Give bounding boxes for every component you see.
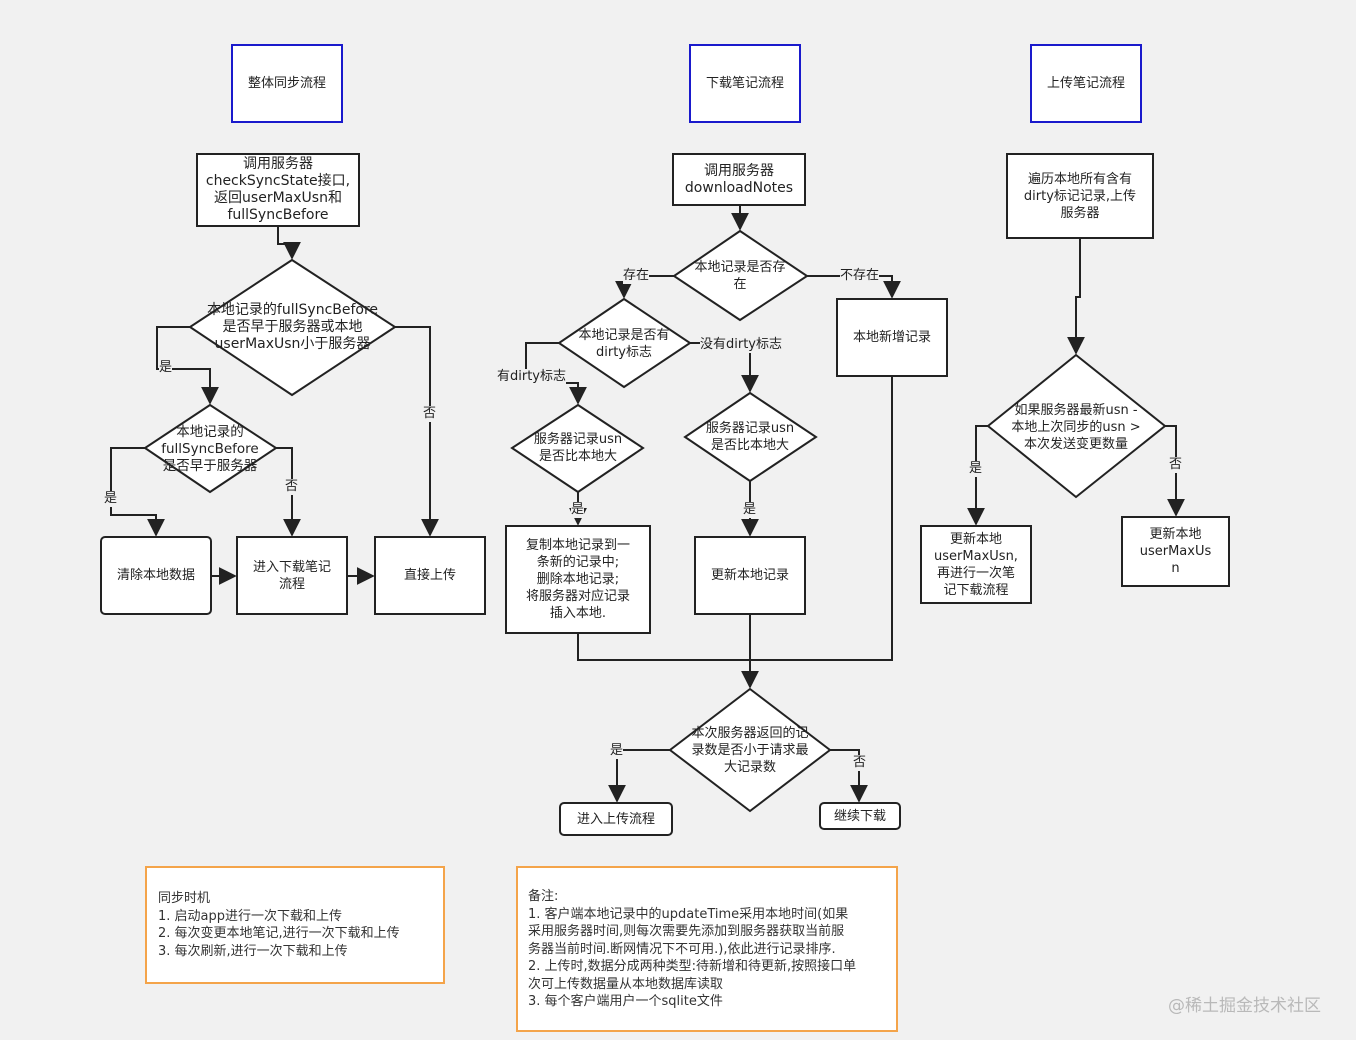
text-update-then-download: 更新本地 userMaxUsn, 再进行一次笔 记下载流程 <box>934 531 1018 598</box>
label-not-exists: 不存在 <box>840 268 880 284</box>
box-enter-upload <box>559 802 673 836</box>
box-update-then-download <box>920 525 1032 604</box>
diamond-decision-count <box>668 687 832 813</box>
text-add-local: 本地新增记录 <box>852 330 931 345</box>
edge-count-yes <box>608 749 670 803</box>
title-upload: 上传笔记流程 <box>1046 76 1125 91</box>
diamond-decision-exists <box>672 229 809 322</box>
diamond-decision-main <box>188 258 397 397</box>
label-sub-yes: 是 <box>104 491 118 507</box>
title-box-upload <box>1030 44 1142 123</box>
box-iterate-dirty <box>1006 153 1154 239</box>
edge-exists-no <box>807 275 901 299</box>
box-continue-download <box>819 802 901 830</box>
text-decision-exists: 本地记录是否存 在 <box>694 260 786 292</box>
title-box-download <box>689 44 801 123</box>
label-no-count: 否 <box>853 755 867 771</box>
diamond-decision-dirty <box>557 297 692 389</box>
edge-iterate-to-decision <box>1067 238 1085 355</box>
label-yes-left: 是 <box>571 502 585 518</box>
text-copy-record: 复制本地记录到一 条新的记录中; 删除本地记录; 将服务器对应记录 插入本地. <box>525 538 630 621</box>
edge-upload-no <box>1165 425 1185 517</box>
text-decision-usn-upload: 如果服务器最新usn - 本地上次同步的usn > 本次发送变更数量 <box>1011 402 1141 452</box>
text-enter-upload: 进入上传流程 <box>576 811 655 827</box>
box-direct-upload <box>374 536 486 615</box>
box-update-usn <box>1121 516 1230 587</box>
text-call-download: 调用服务器 downloadNotes <box>684 162 794 196</box>
label-main-no: 否 <box>423 406 437 422</box>
edge-count-no <box>830 749 868 803</box>
edge-upload-yes <box>967 425 988 526</box>
box-call-download <box>672 153 806 206</box>
label-no-dirty: 没有dirty标志 <box>700 337 782 353</box>
edge-check-to-main <box>277 226 301 260</box>
edge-sub-no <box>276 447 301 537</box>
text-decision-dirty: 本地记录是否有 dirty标志 <box>578 328 670 360</box>
edge-main-yes <box>156 326 219 405</box>
label-yes-right: 是 <box>743 502 757 518</box>
box-copy-record <box>505 525 651 634</box>
label-upload-no: 否 <box>1169 457 1183 473</box>
box-enter-download <box>236 536 348 615</box>
label-main-yes: 是 <box>159 360 173 376</box>
title-overall: 整体同步流程 <box>247 76 326 91</box>
text-decision-usn-right: 服务器记录usn 是否比本地大 <box>705 421 795 453</box>
note-box-timing <box>145 866 445 984</box>
title-download: 下载笔记流程 <box>705 76 784 91</box>
text-decision-sub: 本地记录的 fullSyncBefore 是否早于服务器 <box>161 423 259 474</box>
text-clear-local: 清除本地数据 <box>116 568 195 583</box>
note-box-remarks <box>516 866 898 1032</box>
text-update-usn: 更新本地 userMaxUs n <box>1139 527 1212 576</box>
text-decision-usn-left: 服务器记录usn 是否比本地大 <box>533 432 623 464</box>
text-continue-download: 继续下载 <box>833 808 886 824</box>
label-yes-count: 是 <box>610 743 624 759</box>
text-decision-main: 本地记录的fullSyncBefore 是否早于服务器或本地 userMaxUs… <box>206 301 379 352</box>
diamond-decision-sub <box>143 403 278 494</box>
title-box-overall <box>231 44 343 123</box>
text-direct-upload: 直接上传 <box>403 568 456 583</box>
box-update-local <box>694 536 806 615</box>
label-exists: 存在 <box>623 268 650 284</box>
edge-sub-yes <box>110 447 165 537</box>
note-remarks: 备注: 1. 客户端本地记录中的updateTime采用本地时间(如果 采用服务… <box>528 889 857 1009</box>
text-iterate-dirty: 遍历本地所有含有 dirty标记记录,上传 服务器 <box>1023 171 1137 221</box>
label-has-dirty: 有dirty标志 <box>497 369 566 385</box>
text-call-check: 调用服务器 checkSyncState接口, 返回userMaxUsn和 fu… <box>205 156 351 223</box>
edge-copy-merge <box>577 633 750 661</box>
box-call-check <box>196 153 360 227</box>
diamond-decision-usn-upload <box>986 353 1167 499</box>
edge-add-merge <box>750 376 893 661</box>
label-sub-no: 否 <box>285 479 299 495</box>
text-enter-download: 进入下载笔记 流程 <box>252 559 331 592</box>
edge-main-no <box>395 326 439 537</box>
note-timing: 同步时机 1. 启动app进行一次下载和上传 2. 每次变更本地笔记,进行一次下… <box>158 891 400 959</box>
watermark: @稀土掘金技术社区 <box>1168 996 1321 1016</box>
text-update-local: 更新本地记录 <box>710 568 789 583</box>
text-decision-count: 本次服务器返回的记 录数是否小于请求最 大记录数 <box>691 725 809 775</box>
label-upload-yes: 是 <box>969 461 983 477</box>
